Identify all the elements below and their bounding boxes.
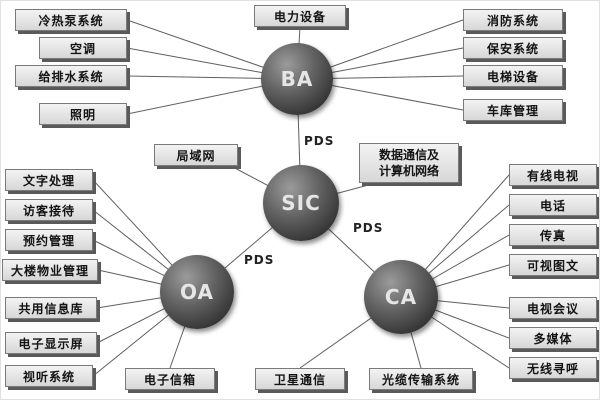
node-fire-protection-system: 消防系统 xyxy=(463,9,563,31)
node-security-system: 保安系统 xyxy=(463,37,563,59)
node-lan: 局域网 xyxy=(154,144,238,166)
node-electronic-display: 电子显示屏 xyxy=(5,332,97,354)
hub-ca: CA xyxy=(364,260,438,334)
node-optical-cable-transmission: 光缆传输系统 xyxy=(369,368,473,390)
node-multimedia: 多媒体 xyxy=(509,327,597,349)
node-power-equipment: 电力设备 xyxy=(254,5,346,27)
link-label-pds-sic-oa: PDS xyxy=(244,253,275,267)
node-lighting: 照明 xyxy=(39,103,127,125)
node-satellite-communication: 卫星通信 xyxy=(255,368,345,390)
node-telephone: 电话 xyxy=(509,194,597,216)
node-elevator-equipment: 电梯设备 xyxy=(463,65,563,87)
node-cold-heat-pump-system: 冷热泵系统 xyxy=(15,9,127,31)
hub-oa: OA xyxy=(160,255,234,329)
node-word-processing: 文字处理 xyxy=(5,169,93,191)
link-label-pds-sic-ca: PDS xyxy=(353,221,384,235)
node-garage-management: 车库管理 xyxy=(463,99,563,121)
node-building-property-management: 大楼物业管理 xyxy=(2,259,98,281)
node-data-comm-line2: 计算机网络 xyxy=(378,164,439,178)
hub-ba: BA xyxy=(261,43,333,115)
node-fax: 传真 xyxy=(509,224,597,246)
node-water-supply-drainage: 给排水系统 xyxy=(15,65,127,87)
node-wireless-paging: 无线寻呼 xyxy=(509,357,597,379)
node-video-conference: 电视会议 xyxy=(509,297,597,319)
node-email: 电子信箱 xyxy=(125,368,215,390)
node-shared-information-base: 共用信息库 xyxy=(5,297,97,319)
node-cable-tv: 有线电视 xyxy=(509,164,597,186)
node-reservation-management: 预约管理 xyxy=(5,229,93,251)
node-air-conditioning: 空调 xyxy=(39,37,127,59)
node-data-comm-line1: 数据通信及 xyxy=(378,147,439,162)
node-visitor-reception: 访客接待 xyxy=(5,199,93,221)
node-videotex: 可视图文 xyxy=(509,254,597,276)
node-audio-visual-system: 视听系统 xyxy=(5,365,93,387)
link-label-pds-ba-sic: PDS xyxy=(304,134,335,148)
hub-sic: SIC xyxy=(263,165,339,241)
node-data-comm-computer-network: 数据通信及 计算机网络 xyxy=(359,143,459,183)
